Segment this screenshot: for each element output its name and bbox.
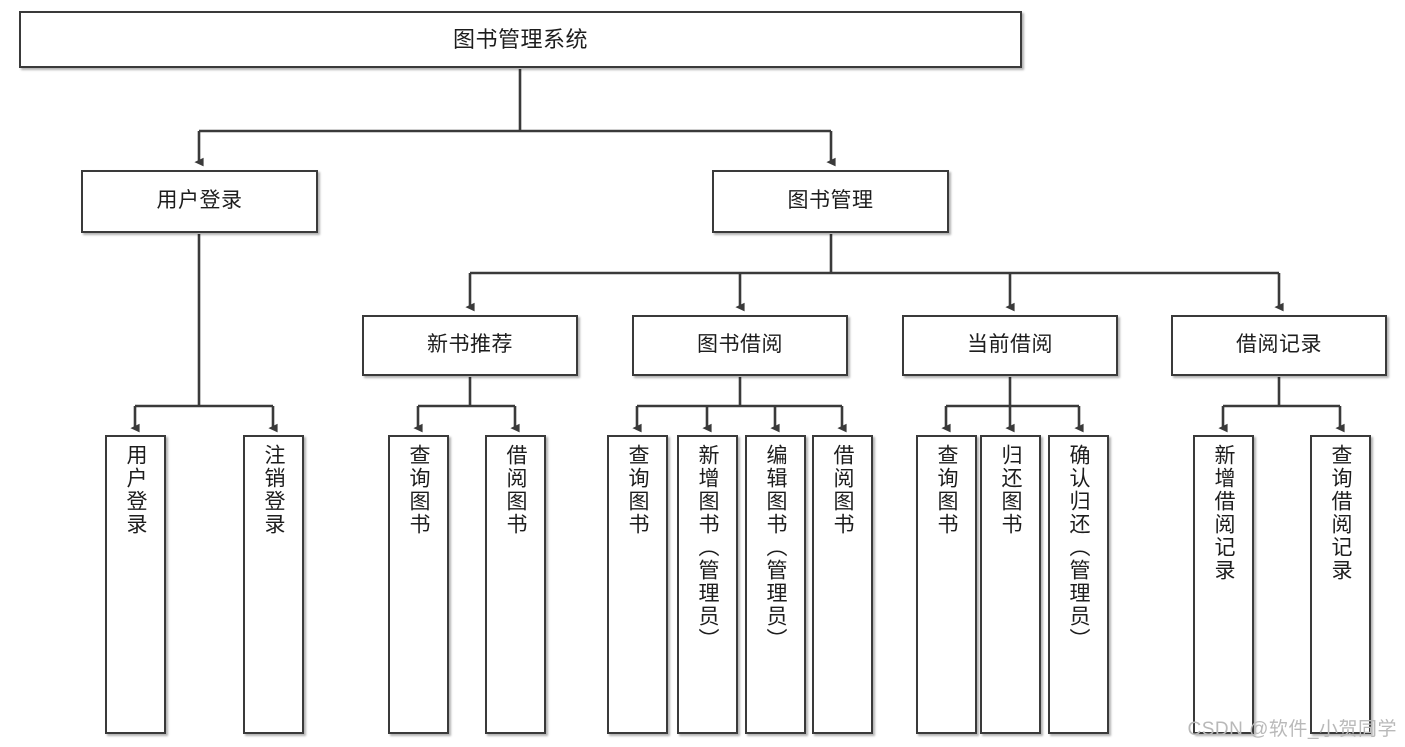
leaf-borrow-record-query[interactable]: 查询借阅记录 bbox=[1310, 435, 1371, 734]
node-label: 新增图书（管理员） bbox=[696, 444, 719, 651]
node-label: 借阅记录 bbox=[1236, 333, 1322, 357]
node-label: 图书借阅 bbox=[697, 333, 783, 357]
node-book-borrow[interactable]: 图书借阅 bbox=[632, 315, 848, 376]
leaf-current-borrow-query[interactable]: 查询图书 bbox=[916, 435, 977, 734]
node-root-system[interactable]: 图书管理系统 bbox=[19, 11, 1022, 68]
leaf-borrow-record-add[interactable]: 新增借阅记录 bbox=[1193, 435, 1254, 734]
node-label: 注销登录 bbox=[262, 444, 285, 536]
node-label: 新增借阅记录 bbox=[1212, 444, 1235, 582]
node-label: 查询图书 bbox=[935, 444, 958, 536]
leaf-new-book-borrow[interactable]: 借阅图书 bbox=[485, 435, 546, 734]
node-label: 借阅图书 bbox=[504, 444, 527, 536]
leaf-current-borrow-confirm-return[interactable]: 确认归还（管理员） bbox=[1048, 435, 1109, 734]
node-label: 用户登录 bbox=[124, 444, 147, 536]
node-label: 确认归还（管理员） bbox=[1067, 444, 1090, 651]
node-current-borrow[interactable]: 当前借阅 bbox=[902, 315, 1118, 376]
node-user-login[interactable]: 用户登录 bbox=[81, 170, 318, 233]
leaf-book-borrow-edit[interactable]: 编辑图书（管理员） bbox=[745, 435, 806, 734]
leaf-new-book-query[interactable]: 查询图书 bbox=[388, 435, 449, 734]
node-label: 借阅图书 bbox=[831, 444, 854, 536]
node-label: 当前借阅 bbox=[967, 333, 1053, 357]
leaf-book-borrow-add[interactable]: 新增图书（管理员） bbox=[677, 435, 738, 734]
node-label: 编辑图书（管理员） bbox=[764, 444, 787, 651]
node-label: 查询借阅记录 bbox=[1329, 444, 1352, 582]
node-label: 归还图书 bbox=[999, 444, 1022, 536]
node-label: 图书管理系统 bbox=[452, 26, 588, 52]
watermark: CSDN @软件_小贺同学 bbox=[1187, 719, 1397, 740]
leaf-book-borrow-borrow[interactable]: 借阅图书 bbox=[812, 435, 873, 734]
node-borrow-record[interactable]: 借阅记录 bbox=[1171, 315, 1387, 376]
leaf-current-borrow-return[interactable]: 归还图书 bbox=[980, 435, 1041, 734]
leaf-user-login-login[interactable]: 用户登录 bbox=[105, 435, 166, 734]
node-label: 用户登录 bbox=[156, 189, 243, 213]
leaf-user-login-logout[interactable]: 注销登录 bbox=[243, 435, 304, 734]
leaf-book-borrow-query[interactable]: 查询图书 bbox=[607, 435, 668, 734]
node-new-book-recommend[interactable]: 新书推荐 bbox=[362, 315, 578, 376]
node-label: 图书管理 bbox=[787, 189, 874, 213]
node-book-management[interactable]: 图书管理 bbox=[712, 170, 949, 233]
node-label: 查询图书 bbox=[407, 444, 430, 536]
node-label: 查询图书 bbox=[626, 444, 649, 536]
node-label: 新书推荐 bbox=[427, 333, 513, 357]
